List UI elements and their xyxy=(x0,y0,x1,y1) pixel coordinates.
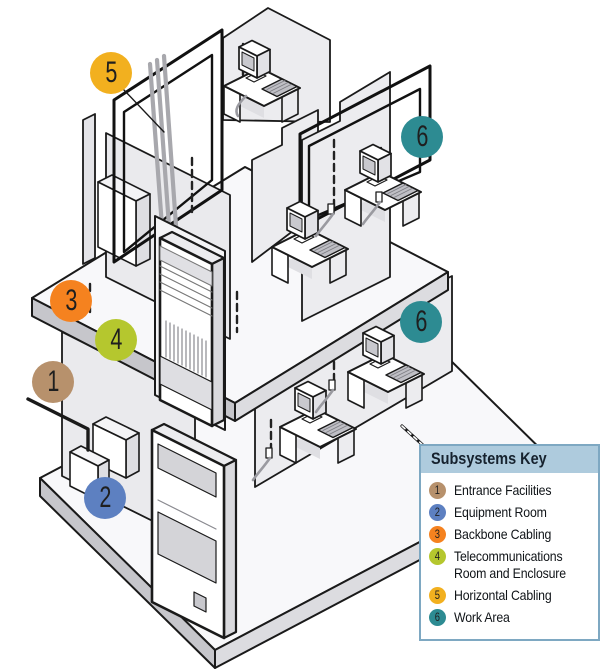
callout-number: 6 xyxy=(415,120,429,153)
horizontal-cabling-raceway-left xyxy=(112,28,224,264)
telecommunications-rack xyxy=(154,215,226,431)
callout-number: 2 xyxy=(98,481,112,514)
legend-item: 1 Entrance Facilities xyxy=(429,482,594,499)
legend-item: 3 Backbone Cabling xyxy=(429,526,594,543)
legend-item: 5 Horizontal Cabling xyxy=(429,587,594,604)
legend-item: 6 Work Area xyxy=(429,609,594,626)
callout-number: 4 xyxy=(109,323,123,356)
legend-item-label: Entrance Facilities xyxy=(454,482,552,498)
patch-cords xyxy=(235,94,382,482)
legend-body: 1 Entrance Facilities 2 Equipment Room 3… xyxy=(421,473,598,639)
legend-item-label: Horizontal Cabling xyxy=(454,587,552,603)
legend-dot-number: 1 xyxy=(434,483,441,497)
callout-5-leader-line xyxy=(123,89,165,133)
entrance-cable xyxy=(26,397,90,452)
legend-dot-number: 2 xyxy=(434,505,441,519)
legend-item: 2 Equipment Room xyxy=(429,504,594,521)
callout-number: 1 xyxy=(46,365,60,398)
legend-item-label: Work Area xyxy=(454,609,510,625)
subsystems-key-legend: Subsystems Key 1 Entrance Facilities 2 E… xyxy=(419,444,600,641)
backbone-conduits xyxy=(147,53,180,243)
legend-title-text: Subsystems Key xyxy=(431,449,547,468)
callout-work-area-lower: 6 xyxy=(400,301,442,343)
callout-work-area-upper: 6 xyxy=(401,116,443,158)
legend-dot-number: 5 xyxy=(434,588,441,602)
legend-item-number: 1 xyxy=(429,482,446,499)
legend-item-number: 3 xyxy=(429,526,446,543)
callout-number: 5 xyxy=(104,56,118,89)
callout-telecom-room: 4 xyxy=(95,319,137,361)
callout-entrance-facilities: 1 xyxy=(32,361,74,403)
callout-equipment-room: 2 xyxy=(84,477,126,519)
legend-item: 4 Telecommunications Room and Enclosure xyxy=(429,548,594,582)
legend-dot-number: 6 xyxy=(434,610,441,624)
legend-item-label: Telecommunications Room and Enclosure xyxy=(454,548,566,581)
legend-dot-number: 4 xyxy=(434,549,441,563)
legend-item-number: 6 xyxy=(429,609,446,626)
legend-item-number: 5 xyxy=(429,587,446,604)
callout-backbone-cabling: 3 xyxy=(50,280,92,322)
legend-title: Subsystems Key xyxy=(421,446,598,473)
equipment-room-rack xyxy=(150,422,238,640)
legend-item-label: Equipment Room xyxy=(454,504,547,520)
legend-item-number: 2 xyxy=(429,504,446,521)
legend-dot-number: 3 xyxy=(434,527,441,541)
callout-number: 6 xyxy=(414,305,428,338)
callout-number: 3 xyxy=(64,284,78,317)
callout-horizontal-cabling: 5 xyxy=(90,52,132,94)
legend-item-label: Backbone Cabling xyxy=(454,526,552,542)
legend-item-number: 4 xyxy=(429,548,446,565)
